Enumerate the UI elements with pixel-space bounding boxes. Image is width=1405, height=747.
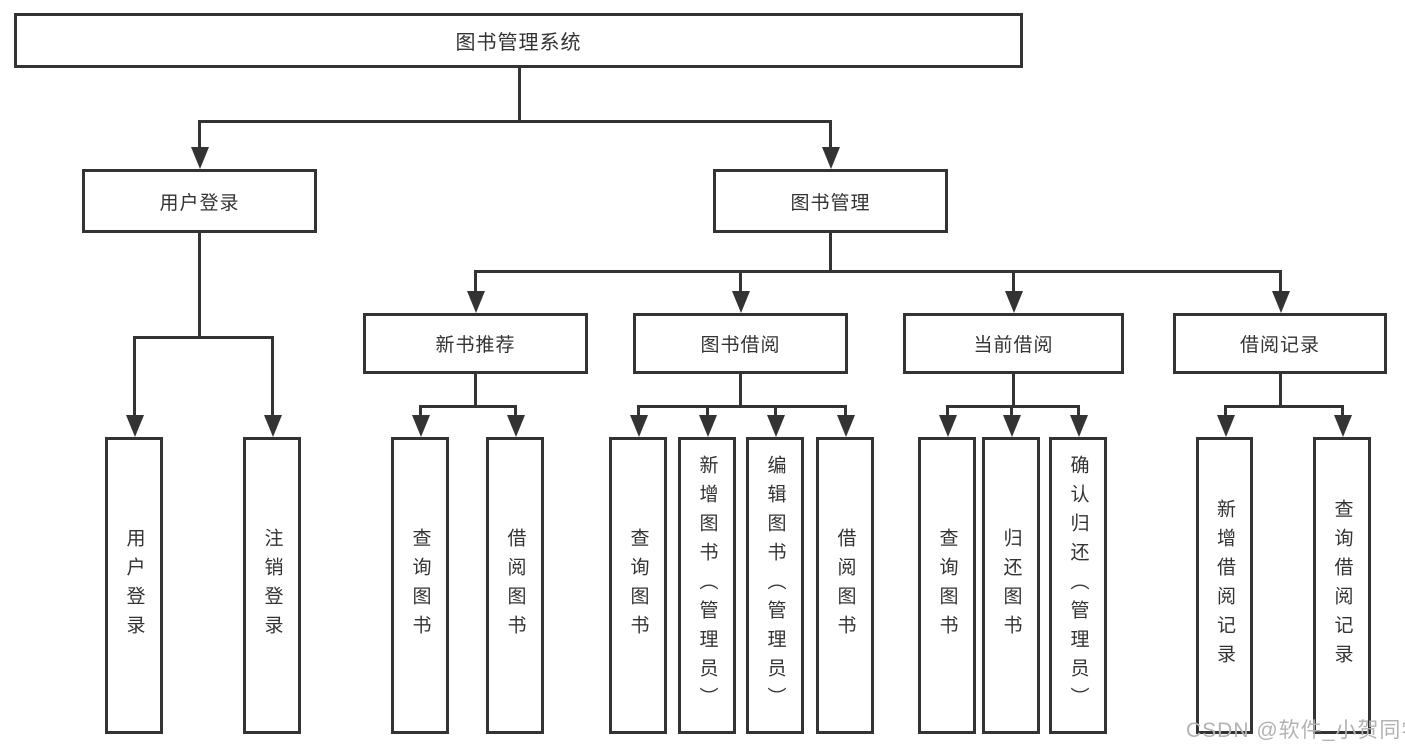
leaf-borrow-books-label: 借阅图书 <box>834 527 856 644</box>
arrow-down-to-new-book-recommend <box>466 270 485 313</box>
leaf-user-login-label: 用户登录 <box>123 527 145 644</box>
arrow-down-to-borrow-books <box>836 405 855 437</box>
connector-h-new-book-recommend <box>419 405 517 408</box>
arrow-down-to-book-borrowing <box>731 270 750 313</box>
connector-h-current-borrowing <box>946 405 1080 408</box>
connector-h-root <box>198 120 832 123</box>
leaf-query-books-borrowing-label: 查询图书 <box>627 527 649 644</box>
leaf-confirm-return-admin: 确认归还（管理员） <box>1049 437 1107 734</box>
arrow-down-to-edit-books-admin <box>766 405 785 437</box>
csdn-watermark: CSDN @软件_小贺同学 <box>1186 719 1405 742</box>
connector-v-book-management <box>829 233 832 270</box>
node-user-login-label: 用户登录 <box>159 192 240 214</box>
node-root: 图书管理系统 <box>14 13 1023 68</box>
leaf-logout-label: 注销登录 <box>261 527 283 644</box>
node-borrowing-records-label: 借阅记录 <box>1239 335 1320 356</box>
leaf-query-books-borrowing: 查询图书 <box>609 437 667 734</box>
arrow-down-to-book-management <box>821 120 840 169</box>
node-user-login: 用户登录 <box>82 169 317 233</box>
leaf-confirm-return-admin-label: 确认归还（管理员） <box>1067 455 1089 716</box>
arrow-down-to-add-borrow-record <box>1216 405 1235 437</box>
leaf-borrow-books-recommend: 借阅图书 <box>486 437 544 734</box>
connector-h-user-login <box>133 336 274 339</box>
arrow-down-to-borrowing-records <box>1271 270 1290 313</box>
connector-h-book-management <box>474 270 1282 273</box>
arrow-down-to-leaf-user-login <box>125 336 144 437</box>
node-new-book-recommend-label: 新书推荐 <box>435 335 516 356</box>
connector-v-user-login <box>198 233 201 336</box>
connector-h-borrowing-records <box>1224 405 1344 408</box>
node-book-borrowing-label: 图书借阅 <box>700 335 781 356</box>
arrow-down-to-current-borrowing <box>1004 270 1023 313</box>
leaf-query-books-recommend: 查询图书 <box>391 437 449 734</box>
leaf-borrow-books: 借阅图书 <box>816 437 874 734</box>
leaf-edit-books-admin-label: 编辑图书（管理员） <box>764 455 786 716</box>
leaf-query-borrow-record: 查询借阅记录 <box>1313 437 1371 734</box>
node-book-management-label: 图书管理 <box>790 192 871 214</box>
leaf-user-login: 用户登录 <box>105 437 163 734</box>
arrow-down-to-borrow-books-recommend <box>506 405 525 437</box>
leaf-borrow-books-recommend-label: 借阅图书 <box>504 527 526 644</box>
node-new-book-recommend: 新书推荐 <box>363 313 588 374</box>
leaf-query-books-recommend-label: 查询图书 <box>409 527 431 644</box>
leaf-return-books-label: 归还图书 <box>1000 527 1022 644</box>
leaf-add-borrow-record-label: 新增借阅记录 <box>1214 498 1235 673</box>
arrow-down-to-leaf-logout <box>263 336 282 437</box>
arrow-down-to-return-books <box>1002 405 1021 437</box>
leaf-query-books-current-label: 查询图书 <box>936 527 958 644</box>
connector-v-borrowing-records <box>1279 374 1282 405</box>
connector-v-root <box>518 68 521 120</box>
arrow-down-to-confirm-return-admin <box>1069 405 1088 437</box>
node-book-management: 图书管理 <box>713 169 948 233</box>
leaf-query-books-current: 查询图书 <box>918 437 976 734</box>
arrow-down-to-query-books-borrowing <box>629 405 648 437</box>
node-root-label: 图书管理系统 <box>455 32 582 54</box>
leaf-return-books: 归还图书 <box>982 437 1040 734</box>
arrow-down-to-user-login <box>190 120 209 169</box>
leaf-edit-books-admin: 编辑图书（管理员） <box>746 437 804 734</box>
connector-h-book-borrowing <box>637 405 847 408</box>
node-current-borrowing: 当前借阅 <box>903 313 1124 374</box>
node-current-borrowing-label: 当前借阅 <box>973 335 1054 356</box>
node-borrowing-records: 借阅记录 <box>1173 313 1387 374</box>
arrow-down-to-add-books-admin <box>698 405 717 437</box>
arrow-down-to-query-books-current <box>938 405 957 437</box>
leaf-add-books-admin-label: 新增图书（管理员） <box>696 455 718 716</box>
connector-v-current-borrowing <box>1012 374 1015 405</box>
leaf-logout: 注销登录 <box>243 437 301 734</box>
connector-v-new-book-recommend <box>474 374 477 405</box>
leaf-query-borrow-record-label: 查询借阅记录 <box>1331 498 1353 673</box>
connector-v-book-borrowing <box>739 374 742 405</box>
arrow-down-to-query-borrow-record <box>1333 405 1352 437</box>
leaf-add-borrow-record: 新增借阅记录 <box>1196 437 1253 734</box>
node-book-borrowing: 图书借阅 <box>633 313 848 374</box>
leaf-add-books-admin: 新增图书（管理员） <box>678 437 736 734</box>
arrow-down-to-query-books-recommend <box>411 405 430 437</box>
